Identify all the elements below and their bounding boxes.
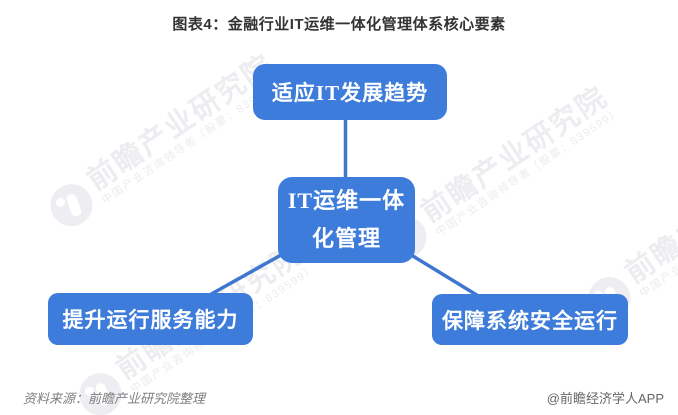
figure-title: 图表4：金融行业IT运维一体化管理体系核心要素 [172,16,506,33]
node-improve-service-capability: 提升运行服务能力 [48,293,253,345]
node-label: 保障系统安全运行 [442,308,618,333]
node-label-line1: IT运维一体 [287,188,406,213]
node-label-line2: 化管理 [311,226,381,251]
connector-center-to-bottom-right [401,248,482,299]
node-label: 适应IT发展趋势 [271,81,429,105]
node-adapt-it-trends: 适应IT发展趋势 [253,64,447,120]
data-source-note: 资料来源：前瞻产业研究院整理 [23,391,206,406]
app-credit: @前瞻经济学人APP [546,391,664,406]
node-it-ops-integrated-management: IT运维一体 化管理 [278,177,415,263]
connector-center-to-bottom-left [204,248,292,299]
node-label: 提升运行服务能力 [62,308,239,332]
node-ensure-system-safety: 保障系统安全运行 [432,294,628,345]
